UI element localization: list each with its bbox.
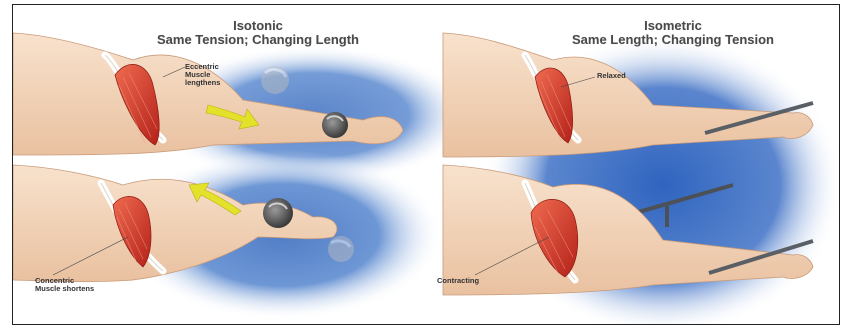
- isometric-panel: [443, 33, 839, 324]
- concentric-label-line2: Muscle shortens: [35, 285, 94, 293]
- isotonic-title-text: Isotonic: [113, 19, 403, 33]
- dumbbell-top: [322, 112, 348, 138]
- eccentric-label-line3: lengthens: [185, 79, 220, 87]
- eccentric-label: Eccentric Muscle lengthens: [185, 63, 220, 87]
- diagram-frame: Isotonic Same Tension; Changing Length I…: [12, 4, 840, 325]
- contracting-label: Contracting: [437, 277, 479, 285]
- ghost-dumbbell-top: [261, 66, 289, 94]
- muscle-contraction-illustration: [13, 5, 839, 324]
- isometric-title: Isometric Same Length; Changing Tension: [523, 19, 823, 47]
- isotonic-title: Isotonic Same Tension; Changing Length: [113, 19, 403, 47]
- isometric-title-text: Isometric: [523, 19, 823, 33]
- dumbbell-bottom: [263, 198, 293, 228]
- isometric-subtitle: Same Length; Changing Tension: [523, 33, 823, 47]
- isotonic-subtitle: Same Tension; Changing Length: [113, 33, 403, 47]
- ghost-dumbbell-bottom: [328, 236, 354, 262]
- concentric-label: Concentric Muscle shortens: [35, 277, 94, 293]
- relaxed-label: Relaxed: [597, 72, 626, 80]
